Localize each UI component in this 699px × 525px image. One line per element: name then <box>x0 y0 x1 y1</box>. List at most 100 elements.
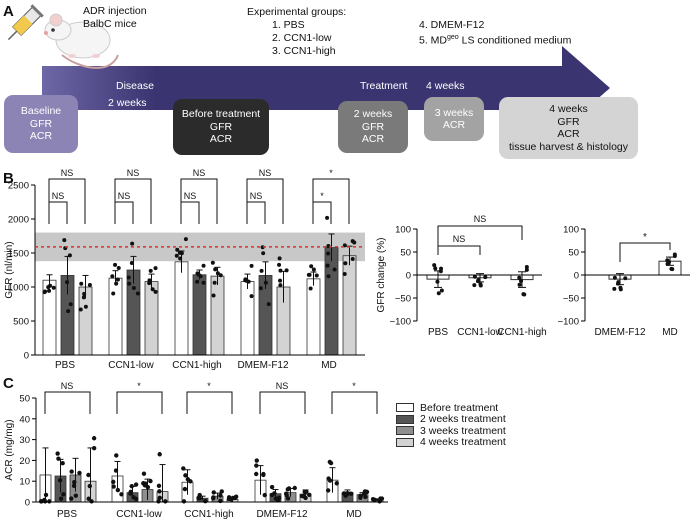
data-point <box>272 491 277 496</box>
data-point <box>249 263 254 268</box>
sig-label: * <box>320 191 324 201</box>
data-point <box>472 283 477 288</box>
data-point <box>379 496 385 501</box>
data-point <box>211 490 216 495</box>
data-point <box>358 495 363 500</box>
syringe-icon <box>7 4 44 41</box>
data-point <box>111 484 116 489</box>
data-point <box>258 286 263 291</box>
data-point <box>436 291 441 296</box>
data-point <box>62 238 67 243</box>
data-point <box>261 251 266 256</box>
data-point <box>148 268 153 273</box>
y-tick-label: 0 <box>24 351 29 362</box>
box-line: 3 weeks <box>434 106 474 119</box>
data-point <box>47 288 52 293</box>
y-tick-label: 50 <box>400 248 411 259</box>
bar <box>324 247 339 356</box>
legend: Before treatment 2 weeks treatment 3 wee… <box>396 402 506 448</box>
data-point <box>524 267 529 272</box>
data-point <box>72 479 77 485</box>
sig-bracket <box>246 178 284 224</box>
data-point <box>472 274 477 279</box>
data-point <box>243 277 248 282</box>
sig-bracket <box>48 201 68 224</box>
data-point <box>197 492 202 498</box>
sig-bracket <box>48 178 86 224</box>
data-point <box>278 283 283 288</box>
data-point <box>334 481 339 486</box>
box-line: GFR <box>557 115 580 128</box>
data-point <box>307 272 312 277</box>
data-point <box>341 491 347 496</box>
legend-item: 3 weeks treatment <box>396 425 506 437</box>
data-point <box>304 489 309 494</box>
data-point <box>363 494 368 500</box>
sig-label: NS <box>61 168 74 178</box>
data-point <box>219 489 224 494</box>
data-point <box>325 488 331 493</box>
legend-swatch <box>396 414 414 424</box>
data-point <box>618 287 623 292</box>
data-point <box>78 307 83 312</box>
data-point <box>87 283 92 288</box>
sig-label: * <box>137 381 141 391</box>
data-point <box>364 489 370 495</box>
data-point <box>68 302 73 307</box>
sig-bracket <box>259 391 306 414</box>
sig-label: NS <box>184 191 197 201</box>
data-point <box>135 291 140 296</box>
x-tick-label: CCN1-high <box>184 509 233 520</box>
box-line: GFR <box>29 117 53 130</box>
data-point <box>130 241 135 246</box>
data-point <box>210 260 215 265</box>
legend-item: Before treatment <box>396 402 506 414</box>
data-point <box>82 291 87 296</box>
data-point <box>133 482 139 487</box>
x-tick-label: DMEM-F12 <box>256 509 308 520</box>
data-point <box>278 268 283 273</box>
group-2: 2. CCN1-low <box>272 32 332 44</box>
box-line: 2 weeks <box>353 108 393 121</box>
data-point <box>150 287 155 292</box>
sig-label: NS <box>193 168 206 178</box>
sig-bracket <box>437 225 523 255</box>
sig-bracket <box>437 245 481 255</box>
data-point <box>116 265 121 270</box>
data-point <box>47 499 52 504</box>
data-point <box>350 257 355 262</box>
data-point <box>201 280 206 285</box>
data-point <box>181 499 187 504</box>
bar <box>108 277 123 356</box>
data-point <box>156 483 162 489</box>
mouse-icon <box>44 13 119 69</box>
data-point <box>285 496 291 501</box>
data-point <box>292 485 297 491</box>
data-point <box>201 263 206 268</box>
data-point <box>114 281 119 286</box>
panel-c-letter: C <box>3 375 14 392</box>
x-tick-label: MD <box>662 327 678 338</box>
data-point <box>327 459 333 465</box>
disease-duration: 2 weeks <box>108 97 147 109</box>
x-tick-label: CCN1-low <box>457 327 503 338</box>
data-point <box>183 237 188 242</box>
data-point <box>284 492 289 498</box>
data-point <box>342 272 347 277</box>
bar <box>192 274 207 356</box>
data-point <box>215 271 220 276</box>
data-point <box>174 253 179 258</box>
sig-bracket <box>180 178 218 224</box>
data-point <box>79 281 84 286</box>
data-point <box>524 264 529 269</box>
x-tick-label: DMEM-F12 <box>237 360 289 371</box>
group-3: 3. CCN1-high <box>272 45 336 57</box>
y-axis-label: GFR (nl/min) <box>4 241 15 298</box>
data-point <box>211 293 216 298</box>
data-point <box>126 275 131 280</box>
data-point <box>43 492 49 498</box>
data-point <box>141 471 147 476</box>
data-point <box>213 267 218 272</box>
